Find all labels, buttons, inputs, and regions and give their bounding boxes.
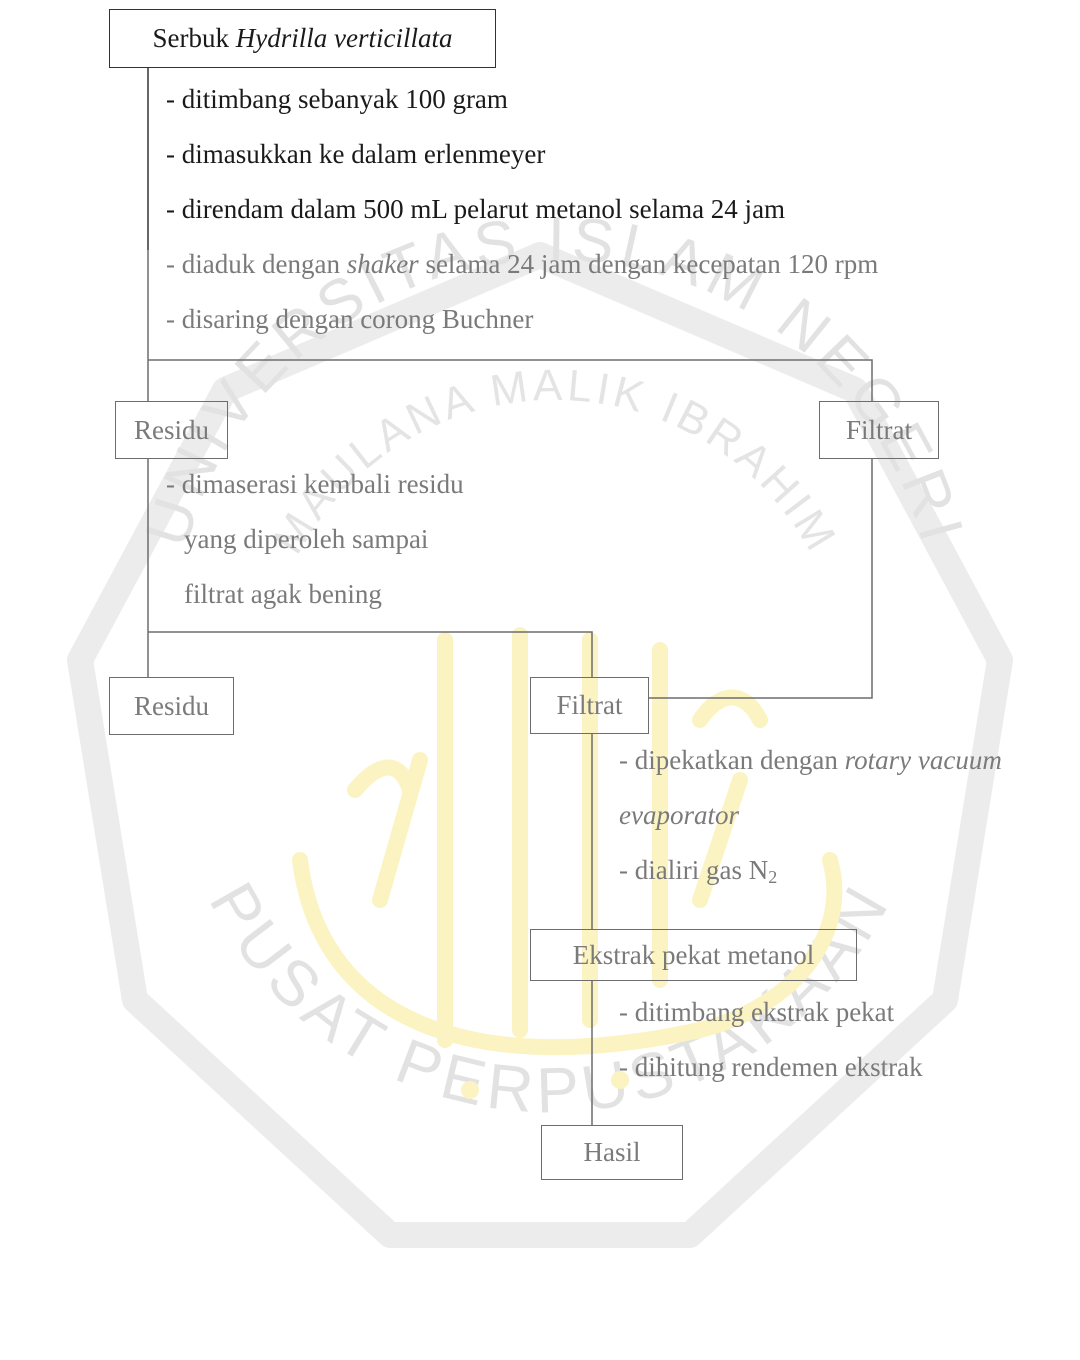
line-filtrat-merge <box>648 458 873 699</box>
step-calc-yield: - dihitung rendemen ekstrak <box>619 1052 923 1082</box>
step-gas: - dialiri gas N2 <box>619 855 778 887</box>
step-erlenmeyer: - dimasukkan ke dalam erlenmeyer <box>166 139 546 169</box>
result-box: Hasil <box>541 1125 683 1180</box>
step-weigh-extract: - ditimbang ekstrak pekat <box>619 997 895 1027</box>
step-evaporate-italic-2: evaporator <box>619 800 739 830</box>
step-weigh: - ditimbang sebanyak 100 gram <box>166 84 508 114</box>
watermark-frame <box>67 242 1013 1248</box>
line-second-split <box>148 631 593 677</box>
remaceration-line-2: yang diperoleh sampai <box>184 524 429 554</box>
step-shaker-before: - diaduk dengan <box>166 249 347 279</box>
remaceration-line-1: - dimaserasi kembali residu <box>166 469 464 499</box>
start-species: Hydrilla verticillata <box>235 23 453 53</box>
arabic-calligraphy-emblem-icon <box>292 627 843 1099</box>
remaceration-line-3: filtrat agak bening <box>184 579 382 609</box>
start-prefix: Serbuk <box>152 23 236 53</box>
residu-box-1: Residu <box>115 401 228 459</box>
step-filter: - disaring dengan corong Buchner <box>166 304 534 334</box>
step-evaporate: - dipekatkan dengan rotary vacuum <box>619 747 1002 774</box>
extract-box: Ekstrak pekat metanol <box>530 929 857 981</box>
step-gas-text: - dialiri gas N <box>619 855 769 885</box>
residu-box-2: Residu <box>109 677 234 735</box>
step-shaker-after: selama 24 jam dengan kecepatan 120 rpm <box>418 249 879 279</box>
line-split-branch <box>148 359 873 401</box>
filtrat-box-1: Filtrat <box>819 401 939 459</box>
start-box: Serbuk Hydrilla verticillata <box>109 9 496 68</box>
step-gas-subscript: 2 <box>768 867 778 887</box>
step-evaporate-prefix: - dipekatkan dengan <box>619 745 845 775</box>
filtrat-box-2: Filtrat <box>530 677 649 734</box>
step-shaker-italic: shaker <box>346 249 419 279</box>
step-evaporate-cont: evaporator <box>619 802 739 829</box>
step-soak: - direndam dalam 500 mL pelarut metanol … <box>166 194 786 224</box>
step-evaporate-italic-1: rotary vacuum <box>844 745 1002 775</box>
step-shaker: - diaduk dengan shaker selama 24 jam den… <box>166 251 878 278</box>
